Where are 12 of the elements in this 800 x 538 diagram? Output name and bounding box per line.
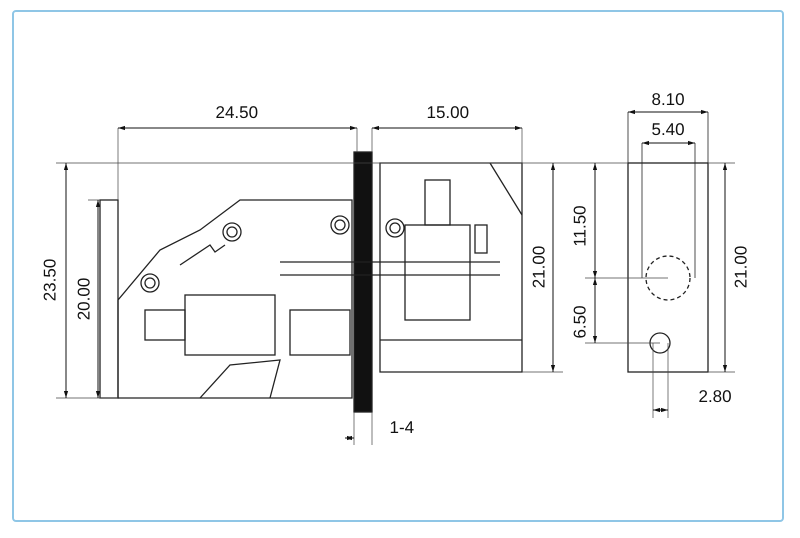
dimension-label: 1-4 bbox=[390, 419, 414, 437]
dimension-label: 24.50 bbox=[216, 104, 258, 122]
dimension-label: 11.50 bbox=[571, 205, 590, 247]
dimension-label: 15.00 bbox=[426, 104, 470, 122]
dimension-label: 2.80 bbox=[698, 388, 732, 406]
dimension-label: 5.40 bbox=[652, 121, 685, 139]
dimension-label: 8.10 bbox=[652, 91, 685, 109]
dimension-label: 23.50 bbox=[40, 258, 59, 302]
dimension-label: 21.00 bbox=[530, 246, 548, 288]
dimension-label: 6.50 bbox=[571, 305, 590, 339]
dimension-label: 20.00 bbox=[74, 278, 93, 320]
dimension-label: 21.00 bbox=[732, 246, 750, 288]
